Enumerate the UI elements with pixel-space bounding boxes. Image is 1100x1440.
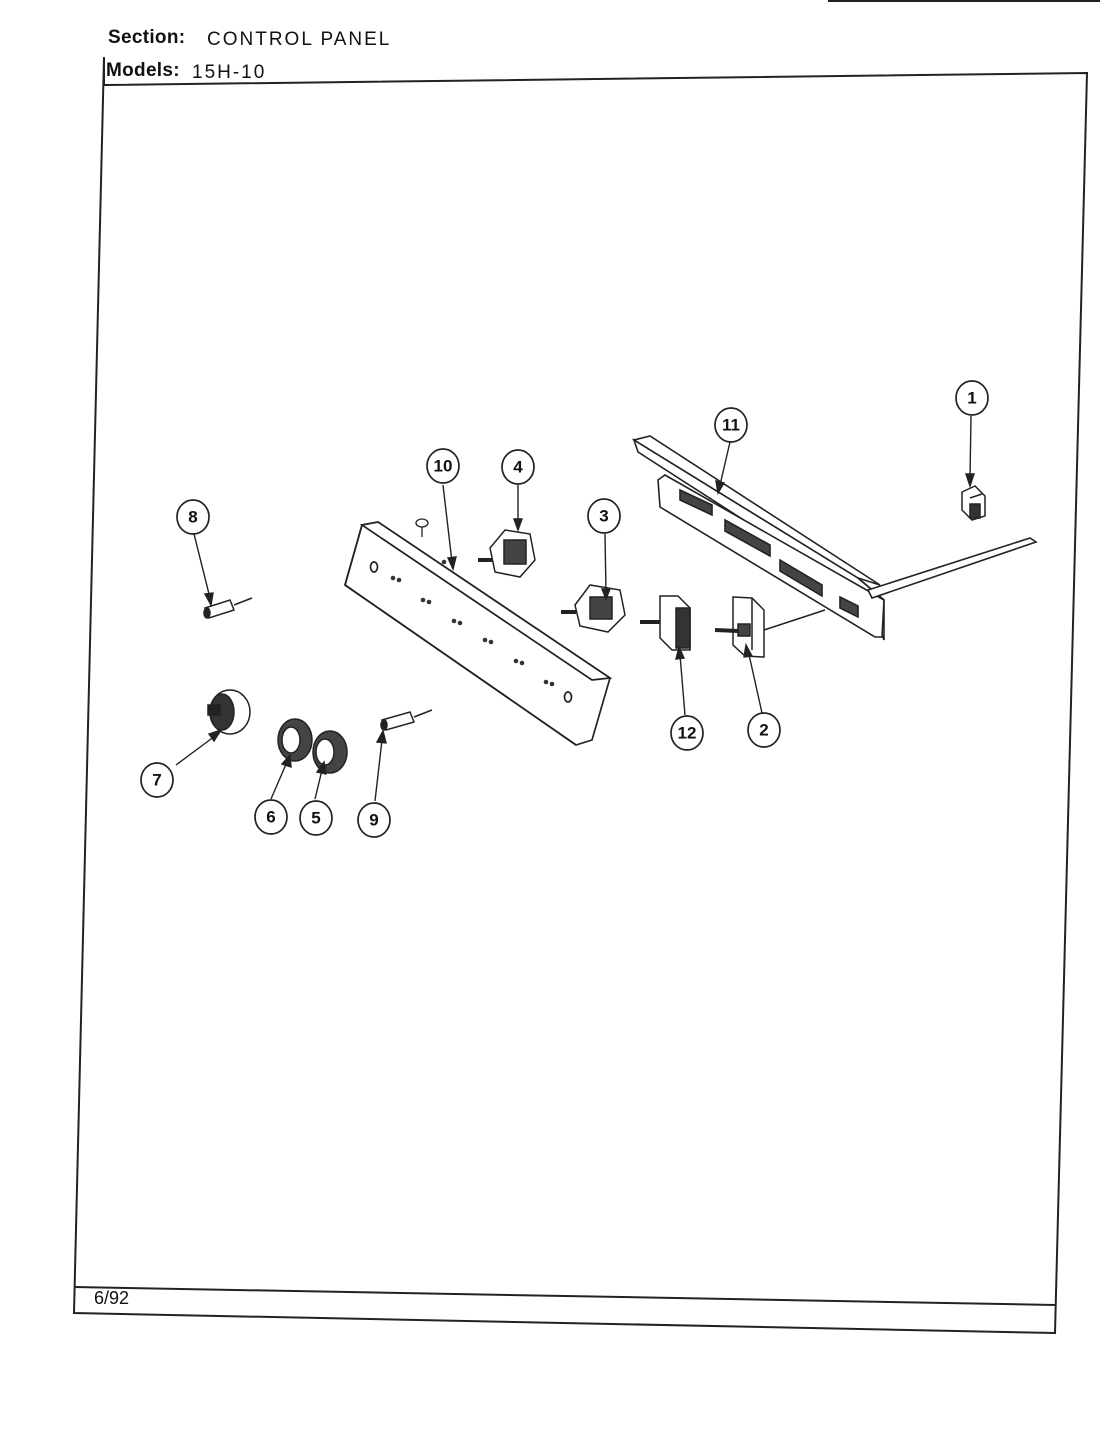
- callout-leaders: [175, 415, 975, 802]
- callout-circle-1: [955, 380, 989, 416]
- callout-number-3: 3: [599, 507, 608, 526]
- models-value: 15H-10: [192, 62, 267, 83]
- callout-circle-7: [140, 762, 174, 798]
- indicator-lamp-part-8: [203, 597, 253, 619]
- callout-number-7: 7: [152, 771, 161, 790]
- clip-part-1: [961, 485, 986, 521]
- callout-circle-10: [426, 448, 460, 484]
- callout-number-1: 1: [967, 389, 976, 408]
- page-frame: [72, 56, 1089, 1335]
- callout-number-5: 5: [311, 809, 320, 828]
- knob-part-7: [207, 689, 251, 735]
- callout-circle-2: [747, 712, 781, 748]
- section-label: Section:: [108, 27, 186, 48]
- rotary-switch-part-4: [478, 529, 536, 578]
- callout-circle-9: [357, 802, 391, 838]
- callout-number-4: 4: [513, 458, 523, 477]
- switch-part-12: [640, 595, 691, 651]
- screw: [415, 518, 429, 537]
- knob-part-5: [312, 730, 348, 774]
- callout-circle-5: [299, 800, 333, 836]
- section-value: CONTROL PANEL: [207, 29, 392, 50]
- control-console-part-10: [344, 521, 613, 746]
- switch-part-2: [714, 596, 826, 658]
- callout-number-12: 12: [678, 724, 697, 743]
- callout-number-11: 11: [722, 416, 740, 435]
- callout-circle-8: [176, 499, 210, 535]
- callout-number-2: 2: [759, 721, 768, 740]
- callout-number-10: 10: [434, 457, 453, 476]
- callout-circles: [140, 380, 989, 838]
- callout-circle-6: [254, 799, 288, 835]
- callout-number-6: 6: [266, 808, 275, 827]
- revision-date: 6/92: [94, 1288, 130, 1308]
- callout-circle-3: [587, 498, 621, 534]
- rotary-switch-part-3: [561, 584, 626, 633]
- knob-part-6: [277, 718, 313, 762]
- callout-circle-12: [670, 715, 704, 751]
- top-edge-rule: [828, 0, 1100, 2]
- models-label: Models:: [106, 60, 180, 81]
- callout-number-8: 8: [188, 508, 197, 527]
- callout-number-9: 9: [369, 811, 378, 830]
- callout-circle-11: [714, 407, 748, 443]
- indicator-lamp-part-9: [380, 709, 433, 731]
- rear-bracket-part-11: [631, 435, 1038, 641]
- callout-circle-4: [501, 449, 535, 485]
